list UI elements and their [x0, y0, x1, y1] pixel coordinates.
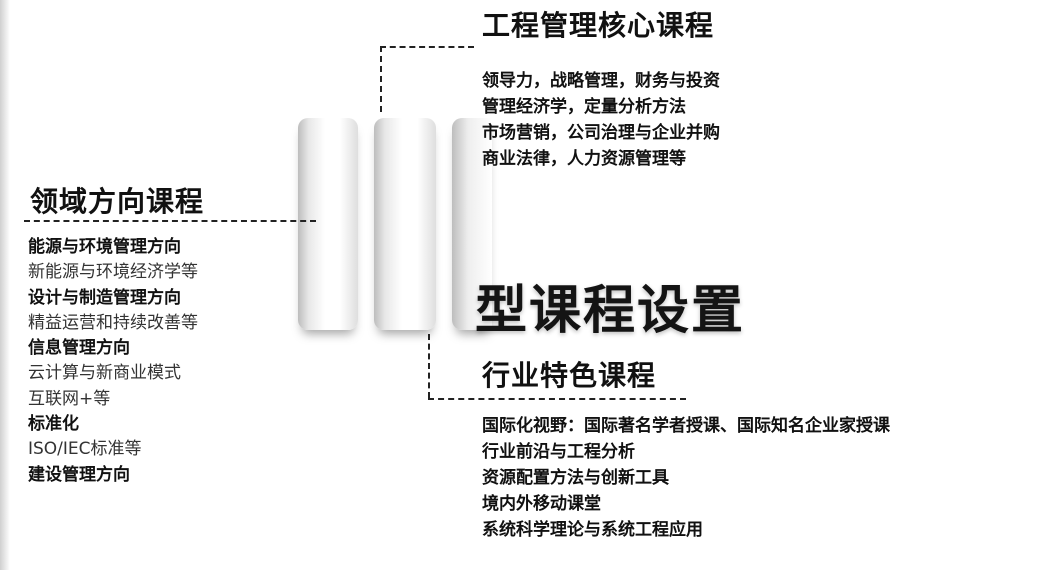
core-courses-list: 领导力，战略管理，财务与投资 管理经济学，定量分析方法 市场营销，公司治理与企业… [482, 68, 720, 172]
list-item-heading: 建设管理方向 [28, 464, 130, 485]
list-item: ISO/IEC标准等 [28, 439, 142, 460]
list-item-heading: 设计与制造管理方向 [28, 287, 181, 308]
list-item: 境内外移动课堂 [482, 494, 601, 514]
center-title: 型课程设置 [475, 281, 746, 341]
industry-courses-list: 国际化视野：国际著名学者授课、国际知名企业家授课 行业前沿与工程分析 资源配置方… [482, 413, 890, 543]
list-item: 管理经济学，定量分析方法 [482, 97, 686, 117]
left-edge-shadow [0, 0, 10, 570]
list-item: 行业前沿与工程分析 [482, 442, 635, 462]
list-item-heading: 标准化 [28, 414, 79, 435]
list-item: 精益运营和持续改善等 [28, 312, 198, 333]
list-item: 商业法律，人力资源管理等 [482, 149, 686, 169]
domain-courses-title: 领域方向课程 [30, 185, 205, 218]
domain-courses-list: 能源与环境管理方向 新能源与环境经济学等 设计与制造管理方向 精益运营和持续改善… [28, 235, 198, 488]
list-item: 市场营销，公司治理与企业并购 [482, 123, 720, 143]
core-connector-horizontal [380, 46, 474, 48]
industry-connector-horizontal [428, 398, 686, 400]
industry-courses-title: 行业特色课程 [482, 359, 657, 392]
domain-connector-horizontal [24, 220, 316, 222]
pillar-graphic-left [298, 118, 358, 330]
core-courses-title: 工程管理核心课程 [482, 9, 715, 42]
list-item: 资源配置方法与创新工具 [482, 468, 669, 488]
list-item: 互联网+等 [28, 388, 111, 409]
list-item: 系统科学理论与系统工程应用 [482, 520, 703, 540]
core-connector-vertical [380, 46, 382, 112]
pillar-graphic-middle [374, 118, 436, 330]
list-item: 新能源与环境经济学等 [28, 262, 198, 283]
list-item: 国际化视野：国际著名学者授课、国际知名企业家授课 [482, 416, 890, 436]
list-item: 云计算与新商业模式 [28, 363, 181, 384]
list-item-heading: 能源与环境管理方向 [28, 237, 181, 257]
list-item-heading: 信息管理方向 [28, 338, 130, 359]
pillar-graphic-right [452, 118, 492, 330]
list-item: 领导力，战略管理，财务与投资 [482, 71, 720, 91]
industry-connector-vertical [428, 334, 430, 398]
